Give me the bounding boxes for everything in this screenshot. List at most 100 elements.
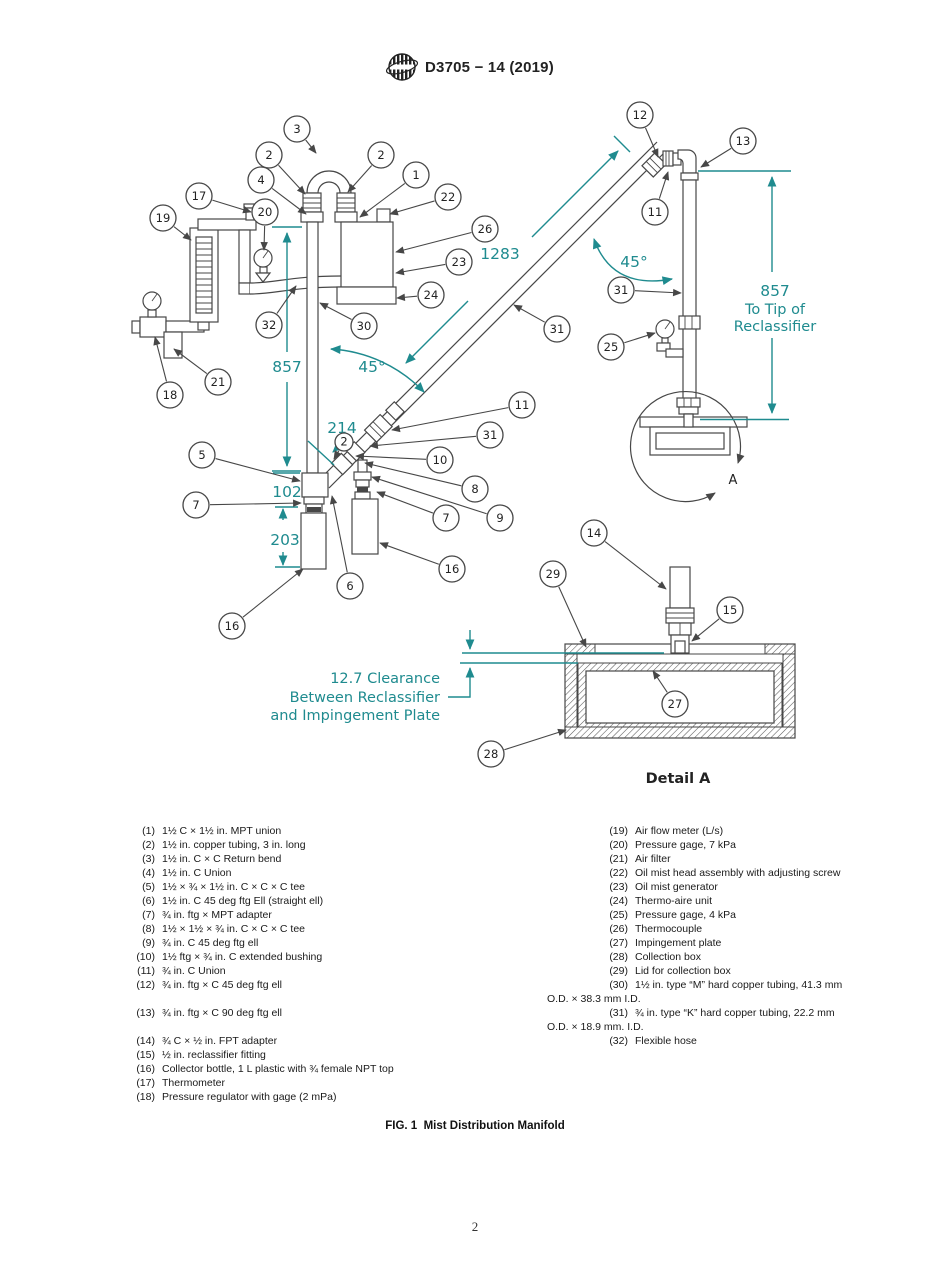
legend-item-continuation: O.D. × 18.9 mm. I.D.: [547, 1021, 644, 1033]
callout-6: 6: [329, 495, 364, 600]
legend-item: (5)1½ × ¾ × 1½ in. C × C × C tee: [128, 880, 543, 894]
legend-item: (31)¾ in. type “K” hard copper tubing, 2…: [547, 1006, 907, 1020]
callout-28: 28: [477, 728, 567, 768]
dim-214: 214: [327, 419, 357, 437]
legend-item-text: 1½ in. type “M” hard copper tubing, 41.3…: [635, 979, 843, 991]
svg-text:9: 9: [496, 511, 503, 525]
mist-distribution-manifold-diagram: A 857 45° 214 102: [131, 101, 816, 787]
legend-item: (6)1½ in. C 45 deg ftg Ell (straight ell…: [128, 894, 543, 908]
legend-item-number: (10): [136, 951, 155, 963]
astm-logo: [386, 53, 419, 81]
tee-and-collector-bottles: [300, 459, 379, 570]
svg-text:21: 21: [211, 375, 226, 389]
legend-item: (21)Air filter: [547, 852, 907, 866]
pressure-regulator-18: [131, 291, 167, 338]
dim-45-left: 45°: [358, 358, 385, 376]
legend-item-number: (4): [142, 867, 155, 879]
dim-45-right: 45°: [620, 253, 647, 271]
svg-text:6: 6: [346, 579, 353, 593]
callout-11: 11: [641, 171, 670, 226]
svg-text:To Tip of: To Tip of: [744, 302, 806, 318]
callout-19: 19: [149, 204, 192, 241]
svg-text:19: 19: [156, 211, 171, 225]
callout-10: 10: [355, 446, 454, 474]
callout-3: 3: [283, 115, 317, 154]
document-title: D3705 − 14 (2019): [425, 58, 554, 76]
legend-item: (14)¾ C × ½ in. FPT adapter: [128, 1034, 543, 1048]
legend-item-number: (12): [136, 979, 155, 991]
legend-item: (22)Oil mist head assembly with adjustin…: [547, 866, 907, 880]
legend-item-number: (20): [609, 839, 628, 851]
page-header: D3705 − 14 (2019): [386, 50, 554, 84]
svg-text:28: 28: [484, 747, 499, 761]
callout-2: 2: [255, 141, 306, 195]
return-bend-3: [300, 170, 358, 223]
legend-item: (15)½ in. reclassifier fitting: [128, 1048, 543, 1062]
dim-857-left: 857: [272, 358, 302, 376]
callout-7: 7: [376, 491, 460, 532]
legend-item: (23)Oil mist generator: [547, 880, 907, 894]
callout-26: 26: [395, 215, 499, 254]
legend-item-number: (2): [142, 839, 155, 851]
callout-18: 18: [153, 336, 184, 409]
legend-item-text: ¾ in. ftg × C 45 deg ftg ell: [162, 979, 282, 991]
dimension-annotations: 857 45° 214 102 203 1283 45° 857 To Tip …: [270, 135, 816, 724]
legend-item-number: (23): [609, 881, 628, 893]
figure-caption: FIG. 1 Mist Distribution Manifold: [385, 1120, 565, 1132]
legend-item-number: (11): [137, 965, 155, 977]
callout-16: 16: [218, 568, 304, 640]
callout-31: 31: [513, 304, 571, 343]
legend-item-text: Collector bottle, 1 L plastic with ¾ fem…: [162, 1063, 394, 1075]
callout-2: 2: [333, 432, 354, 460]
legend-item: (17)Thermometer: [128, 1076, 543, 1090]
legend-item-text: Flexible hose: [635, 1035, 697, 1047]
callout-17: 17: [185, 182, 252, 214]
legend-item-text: 1½ × 1½ × ¾ in. C × C × C tee: [162, 923, 306, 935]
collection-box-detail: [564, 566, 796, 739]
svg-text:31: 31: [614, 283, 629, 297]
legend-item-text: Pressure regulator with gage (2 mPa): [162, 1091, 337, 1103]
legend-item-text: Thermometer: [162, 1077, 226, 1089]
legend-item-text: Pressure gage, 4 kPa: [635, 909, 736, 921]
legend-item-text: ¾ in. ftg × C 90 deg ftg ell: [162, 1007, 282, 1019]
callout-31: 31: [369, 421, 504, 449]
dim-857-right: 857: [760, 282, 790, 300]
svg-text:25: 25: [604, 340, 619, 354]
main-riser-30: [306, 221, 319, 474]
detail-a-circle: A: [629, 390, 748, 503]
legend-item-number: (19): [609, 825, 628, 837]
legend-item-continuation: O.D. × 38.3 mm I.D.: [547, 993, 641, 1005]
legend-item-text: Air filter: [635, 853, 671, 865]
legend-item: (30) 1½ in. type “M” hard copper tubing, …: [547, 978, 907, 992]
svg-text:29: 29: [546, 567, 561, 581]
svg-text:18: 18: [163, 388, 178, 402]
svg-text:12: 12: [633, 108, 648, 122]
legend-item: (28)Collection box: [547, 950, 907, 964]
legend-item-number: (15): [136, 1049, 155, 1061]
legend-item-number: (29): [609, 965, 628, 977]
legend-item: (26)Thermocouple: [547, 922, 907, 936]
legend-item: (3)1½ in. C × C Return bend: [128, 852, 543, 866]
svg-text:2: 2: [377, 148, 384, 162]
svg-text:11: 11: [515, 398, 530, 412]
legend-item-text: 1½ × ¾ × 1½ in. C × C × C tee: [162, 881, 306, 893]
callout-7: 7: [182, 491, 302, 519]
legend-item: (32)Flexible hose: [547, 1034, 907, 1048]
callout-23: 23: [395, 248, 473, 276]
legend-item: (1)1½ C × 1½ in. MPT union: [128, 824, 543, 838]
svg-text:26: 26: [478, 222, 493, 236]
legend-item-text: Air flow meter (L/s): [635, 825, 724, 837]
legend-item-text: Pressure gage, 7 kPa: [635, 839, 736, 851]
legend-item: (12) ¾ in. ftg × C 45 deg ftg ell: [128, 978, 543, 992]
legend-item-number: (22): [609, 867, 628, 879]
svg-text:Reclassifier: Reclassifier: [734, 319, 816, 335]
legend-item-number: (18): [136, 1091, 155, 1103]
svg-text:16: 16: [445, 562, 460, 576]
dim-clearance-line1: 12.7 Clearance: [330, 671, 440, 687]
legend-item-text: 1½ in. copper tubing, 3 in. long: [162, 839, 306, 851]
legend-item-number: (30): [609, 979, 628, 991]
dim-203: 203: [270, 531, 300, 549]
legend-item-number: (16): [136, 1063, 155, 1075]
svg-text:3: 3: [293, 122, 300, 136]
svg-text:11: 11: [648, 205, 663, 219]
